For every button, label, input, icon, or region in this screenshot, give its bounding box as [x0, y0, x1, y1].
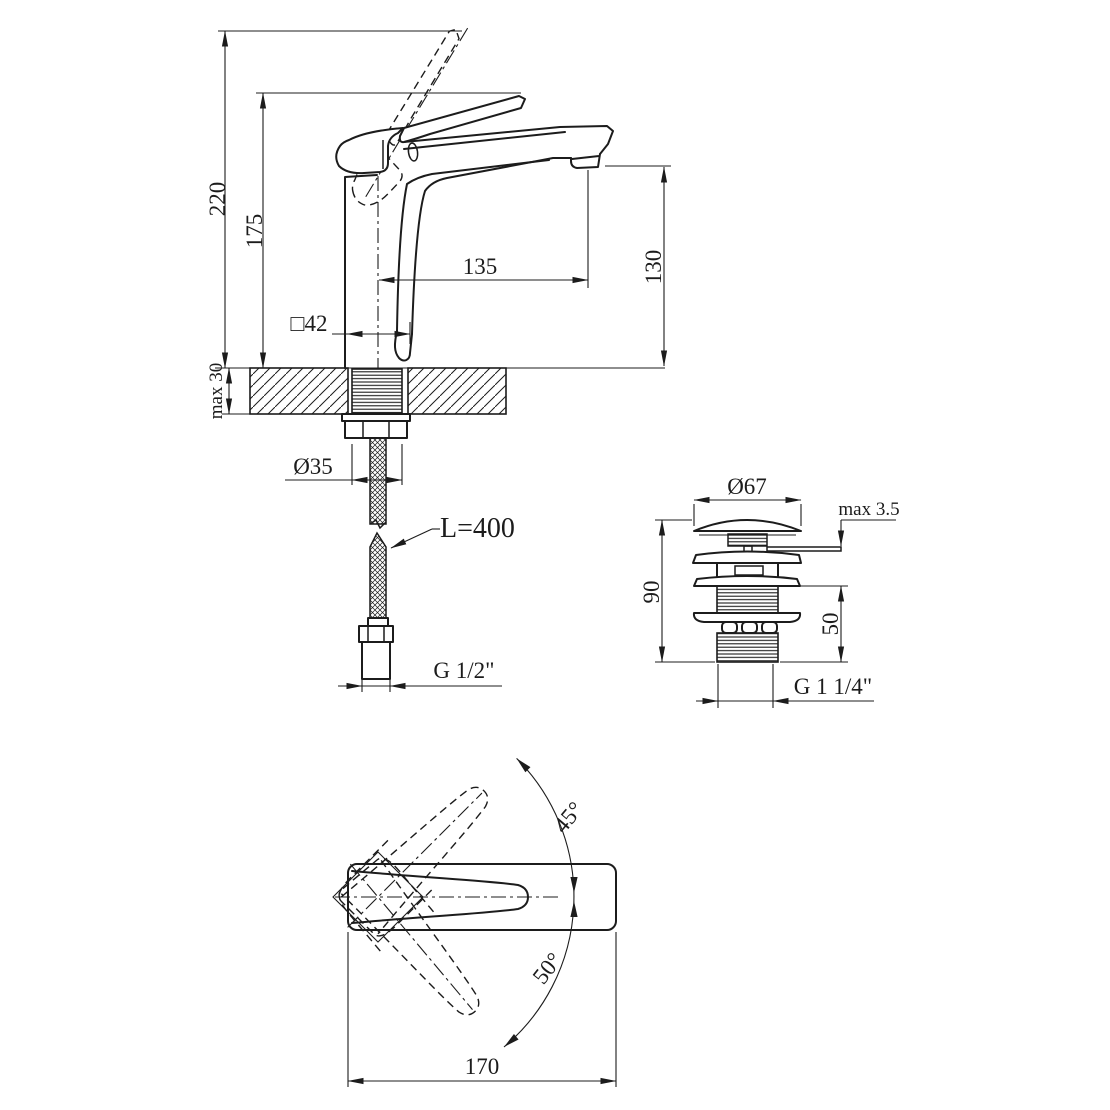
hose-break-upper [369, 518, 387, 530]
swivel-arc [503, 758, 575, 1048]
handle-cap [335, 127, 404, 175]
handle-lever [398, 95, 526, 144]
dim-height-total: 220 [205, 182, 230, 217]
thin-plate [766, 546, 842, 552]
hose-upper [369, 437, 387, 525]
dim-shank-diameter: Ø35 [293, 454, 333, 479]
spout-bevel-line [403, 131, 566, 150]
faucet-body-front-edge [344, 174, 378, 369]
mounting-nut [344, 420, 408, 439]
spout-top-edge [403, 125, 614, 155]
hose-collar [367, 617, 389, 627]
waste-cap-dome [693, 519, 802, 532]
main-side-view: 220 175 135 130 □42 max 30 Ø35 L=400 G 1… [205, 27, 671, 692]
riser-outer-edge [411, 157, 572, 335]
label-hose-length: L=400 [440, 513, 515, 544]
hose-fitting [361, 641, 391, 680]
deck-slab-right [407, 367, 507, 415]
dim-thread-length: 50 [818, 613, 843, 636]
hose-lower [369, 531, 387, 619]
riser-inner-edge [396, 159, 550, 332]
dim-angle-up: 45° [548, 797, 588, 838]
dim-plate-thickness: max 3.5 [838, 499, 899, 520]
dim-angle-down: 50° [528, 948, 568, 989]
waste-nut-lobe [741, 621, 758, 634]
hose-nut [358, 625, 394, 643]
threaded-shank [351, 368, 403, 414]
drain-valve-view: Ø67 max 3.5 90 50 G 1 1/4" [639, 474, 900, 708]
dim-spout-height: 130 [641, 250, 666, 285]
dim-length: 170 [465, 1054, 500, 1079]
aerator [570, 153, 601, 169]
deck-slab-left [249, 367, 349, 415]
top-view: 45° 50° 170 [332, 758, 617, 1087]
dim-cap-diameter: Ø67 [727, 474, 767, 499]
waste-flange-mid [693, 575, 801, 587]
dim-deck-thickness: max 30 [206, 363, 227, 419]
dim-waste-height: 90 [639, 581, 664, 604]
waste-thread-upper [716, 585, 779, 614]
shank-washer [341, 413, 411, 422]
handle-joint [407, 142, 419, 162]
waste-nut-lobe [721, 621, 738, 634]
dim-waste-thread: G 1 1/4" [794, 674, 872, 699]
waste-locknut-flange [692, 612, 802, 623]
waste-body-window [734, 565, 764, 576]
waste-thread-lower [716, 632, 779, 663]
dim-base-square: □42 [291, 311, 328, 336]
mounting-nut-facets [362, 421, 390, 438]
dim-spout-reach: 135 [463, 254, 498, 279]
waste-flange-upper [692, 550, 802, 564]
dim-height-handle: 175 [242, 214, 267, 249]
waste-cap-stem [727, 533, 768, 547]
handle-ghost-down [338, 857, 480, 1016]
riser-foot-hook [393, 330, 413, 362]
waste-nut-lobe [761, 621, 778, 634]
hose-nut-facets [367, 626, 385, 642]
dim-hose-thread: G 1/2" [433, 658, 494, 683]
